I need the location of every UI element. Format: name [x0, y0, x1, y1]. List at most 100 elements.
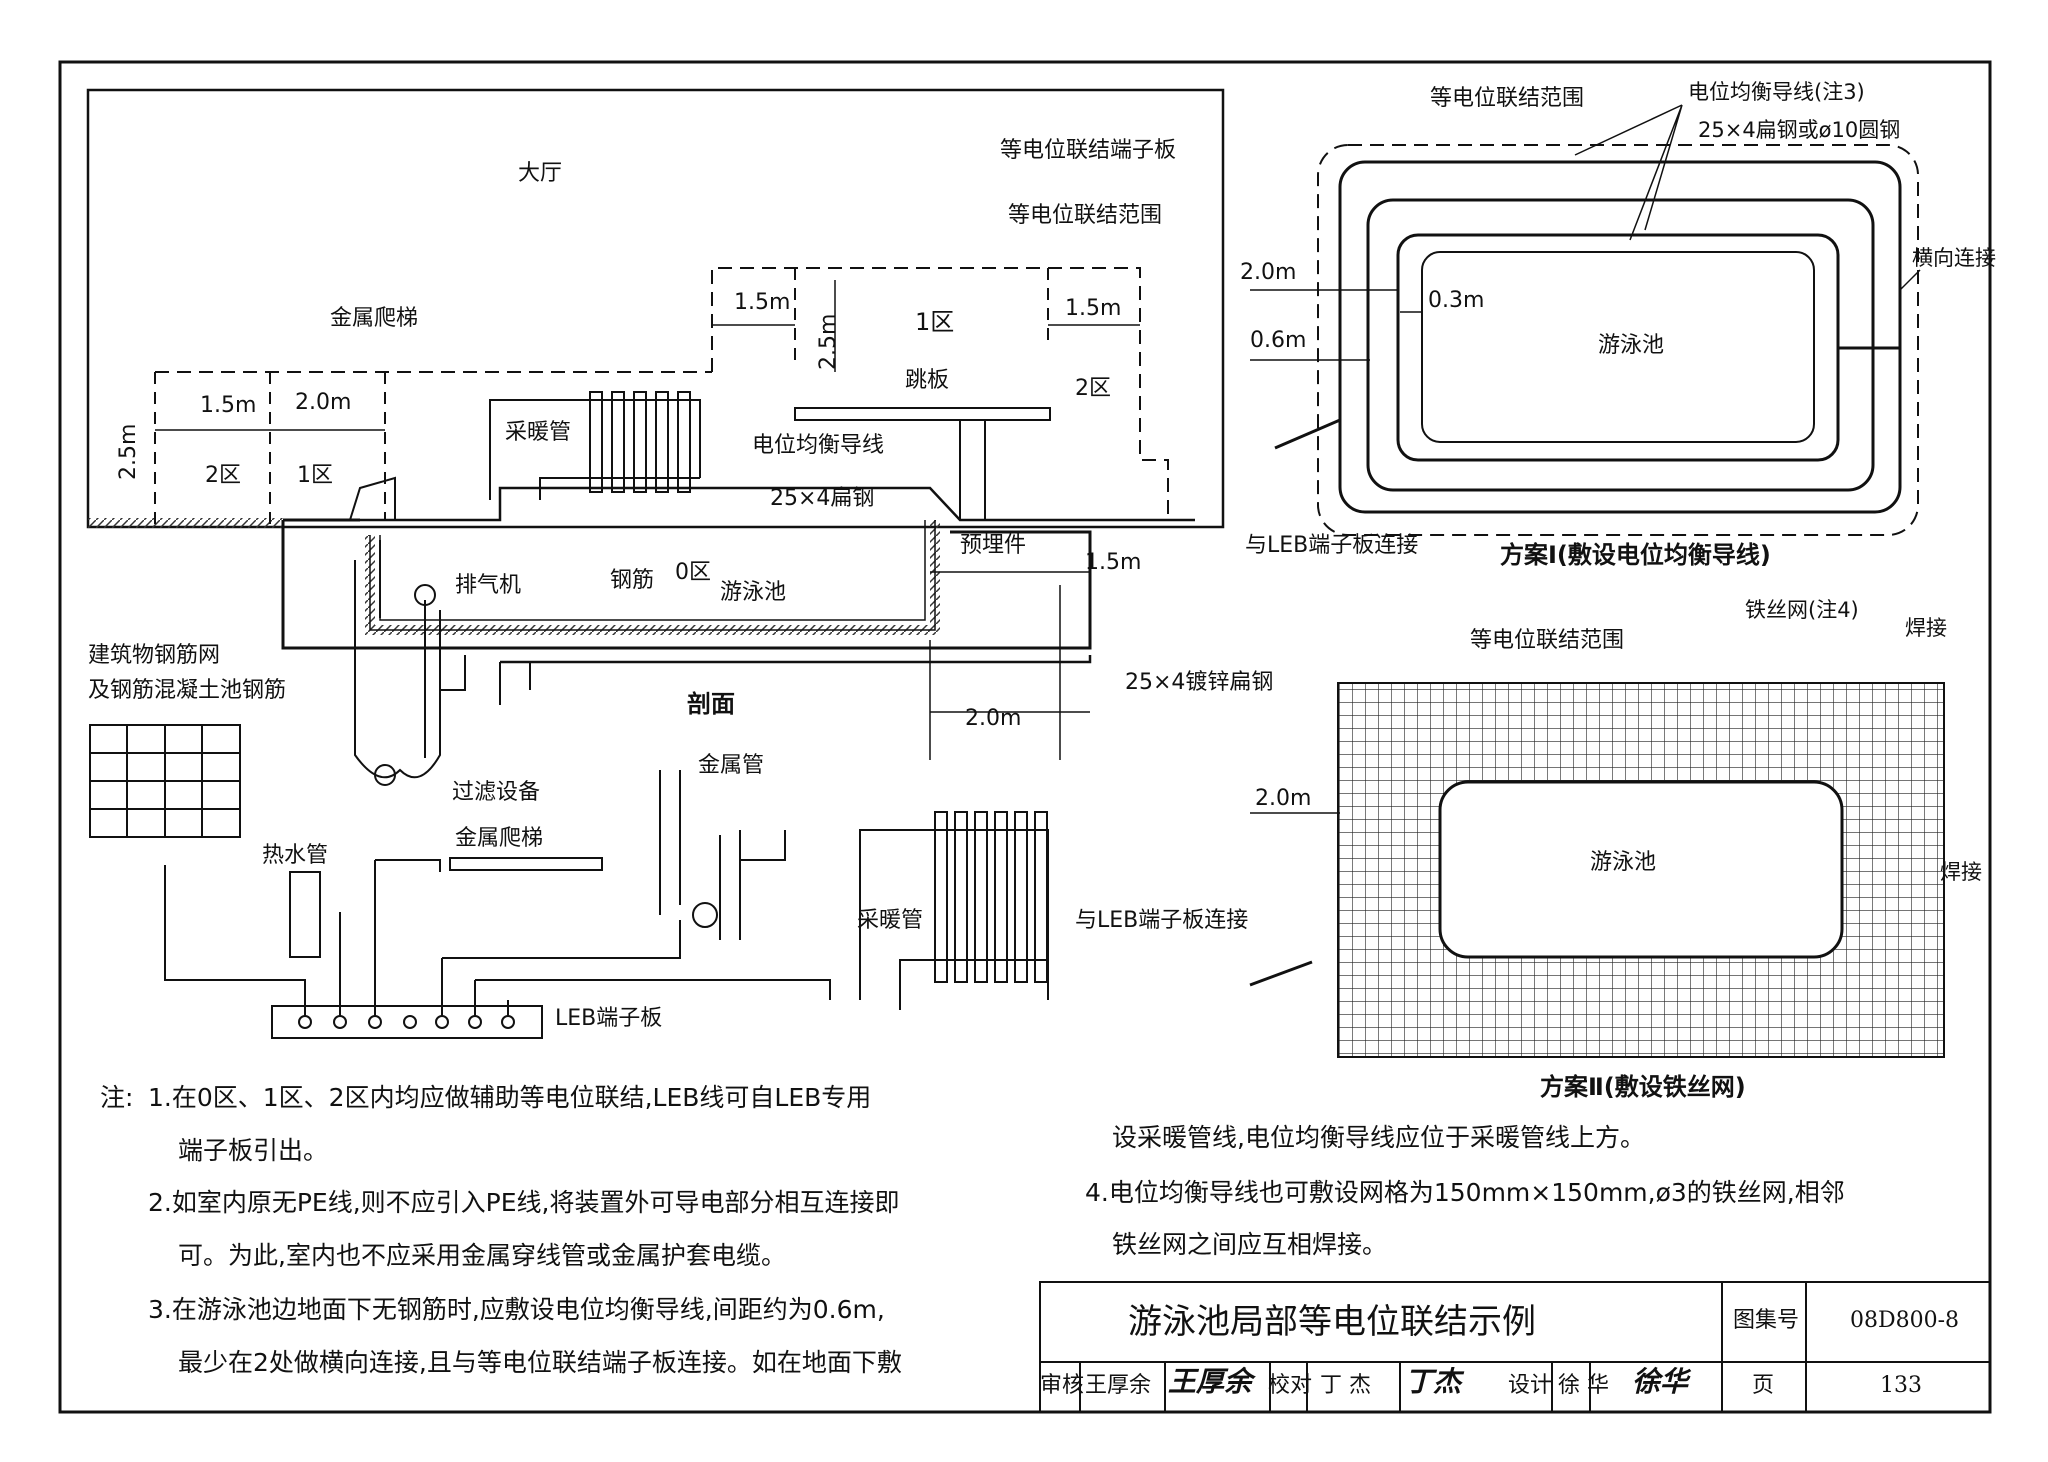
section-radiator: [489, 391, 701, 500]
note-3c: 设采暖管线,电位均衡导线应位于采暖管线上方。: [1112, 1123, 1645, 1152]
leb-board-label: LEB端子板: [555, 1006, 663, 1031]
hall-label: 大厅: [518, 161, 563, 186]
equipotential-line: [360, 486, 1195, 522]
building-rebar-label-1: 建筑物钢筋网: [88, 643, 221, 668]
zone-range-label: 等电位联结范围: [1008, 203, 1163, 228]
pool-label-section: 游泳池: [720, 580, 787, 605]
scheme2-dim-2-0m: 2.0m: [1255, 786, 1312, 811]
scheme2-title: 方案Ⅱ(敷设铁丝网): [1540, 1073, 1746, 1101]
ladder-shape: [349, 476, 396, 521]
scheme1-diagram: [1250, 104, 1921, 536]
scheme1-cross-link: 横向连接: [1912, 246, 1996, 270]
dim-1-5m-top-right: 1.5m: [1065, 296, 1122, 321]
dim-1-5m-top-left: 1.5m: [734, 290, 791, 315]
left-zone1-label: 1区: [297, 463, 333, 488]
left-dim-1-5m: 1.5m: [200, 393, 257, 418]
diving-board-label: 跳板: [905, 368, 950, 393]
metal-ladder-label-conn: 金属爬梯: [455, 826, 544, 851]
atlas-number: 08D800-8: [1850, 1308, 1960, 1333]
scheme1-conductor-note: 电位均衡导线(注3): [1688, 80, 1865, 104]
zone-range-dashed: [711, 267, 1169, 520]
floor-slab-left: [88, 518, 283, 528]
scheme1-conductor-spec: 25×4扁钢或ø10圆钢: [1698, 118, 1901, 142]
scheme2-diagram: [1249, 682, 1945, 1058]
section-title: 剖面: [687, 690, 735, 718]
left-dim-2-5m: 2.5m: [116, 423, 141, 480]
scheme1-dim-2-0m: 2.0m: [1240, 260, 1297, 285]
hot-water-pipe-label: 热水管: [262, 843, 329, 868]
scheme2-pool-label: 游泳池: [1590, 850, 1657, 875]
checker-signature: 丁杰: [1405, 1365, 1462, 1398]
scheme2-wire-mesh: 铁丝网(注4): [1745, 598, 1859, 622]
zone1-top-label: 1区: [915, 308, 955, 336]
dim-2-0m-section: 2.0m: [965, 706, 1022, 731]
metal-ladder-shape: [449, 857, 603, 871]
left-dim-2-0m: 2.0m: [295, 390, 352, 415]
connection-radiator: [859, 811, 1049, 1010]
filter-piping: [354, 560, 441, 779]
reviewer-signature: 王厚余: [1168, 1365, 1253, 1398]
connection-view: [89, 724, 1049, 1039]
note-2a: 2.如室内原无PE线,则不应引入PE线,将装置外可导电部分相互连接即: [148, 1188, 900, 1217]
designer-signature: 徐华: [1632, 1365, 1689, 1398]
rebar-label: 钢筋: [610, 568, 655, 593]
sheet-border: [58, 60, 1992, 1414]
atlas-label: 图集号: [1733, 1308, 1800, 1333]
scheme2-pool: [1438, 780, 1844, 959]
note-4a: 4.电位均衡导线也可敷设网格为150mm×150mm,ø3的铁丝网,相邻: [1085, 1178, 1845, 1207]
leb-board-shape: [271, 1005, 543, 1039]
scheme2-weld-top: 焊接: [1905, 616, 1947, 640]
zone2-right-label: 2区: [1075, 376, 1111, 401]
scheme2-zone-range: 等电位联结范围: [1470, 628, 1625, 653]
scheme1-zone-range: 等电位联结范围: [1430, 86, 1585, 111]
galv-flat-steel-line: [500, 655, 1092, 664]
exhaust-label: 排气机: [455, 573, 522, 598]
design-label: 设计: [1508, 1373, 1553, 1398]
note-2b: 可。为此,室内也不应采用金属穿线管或金属护套电缆。: [178, 1241, 786, 1270]
hall-outline: [86, 88, 1225, 529]
scheme1-range: [1317, 144, 1919, 536]
section-view: [86, 88, 1225, 786]
scheme1-dim-0-6m: 0.6m: [1250, 328, 1307, 353]
equipotential-conductor-label: 电位均衡导线: [752, 433, 885, 458]
zone0-label: 0区: [675, 560, 711, 585]
scheme2-weld-right: 焊接: [1940, 860, 1982, 884]
scheme1-pool: [1421, 251, 1815, 443]
metal-ladder-label: 金属爬梯: [330, 306, 419, 331]
diving-board-shape: [794, 407, 1051, 421]
note-1a: 1.在0区、1区、2区内均应做辅助等电位联结,LEB线可自LEB专用: [148, 1083, 872, 1112]
terminal-board-label: 等电位联结端子板: [1000, 138, 1177, 163]
checker-name: 丁 杰: [1320, 1373, 1371, 1398]
title-block-lines: [1039, 1281, 1991, 1413]
dim-1-5m-right: 1.5m: [1085, 550, 1142, 575]
review-label: 审核: [1040, 1373, 1085, 1398]
notes-prefix: 注:: [100, 1083, 134, 1112]
galv-flat-steel-label: 25×4镀锌扁钢: [1125, 670, 1274, 695]
building-rebar-label-2: 及钢筋混凝土池钢筋: [88, 678, 287, 703]
note-3b: 最少在2处做横向连接,且与等电位联结端子板连接。如在地面下敷: [178, 1348, 902, 1377]
pool-wall: [281, 520, 1092, 650]
note-3a: 3.在游泳池边地面下无钢筋时,应敷设电位均衡导线,间距约为0.6m,: [148, 1295, 885, 1324]
filter-label: 过滤设备: [452, 780, 541, 805]
reviewer-name: 王厚余: [1085, 1373, 1152, 1398]
note-4b: 铁丝网之间应互相焊接。: [1112, 1230, 1388, 1259]
page-label: 页: [1752, 1373, 1775, 1398]
heating-pipe-label-section: 采暖管: [505, 420, 572, 445]
scheme1-title: 方案Ⅰ(敷设电位均衡导线): [1500, 541, 1771, 569]
left-zone2-label: 2区: [205, 463, 241, 488]
check-label: 校对: [1268, 1373, 1313, 1398]
scheme1-dim-0-3m: 0.3m: [1428, 288, 1485, 313]
drawing-title: 游泳池局部等电位联结示例: [1128, 1302, 1536, 1342]
metal-pipe-label: 金属管: [698, 753, 765, 778]
flat-steel-label: 25×4扁钢: [770, 486, 875, 511]
note-1b: 端子板引出。: [178, 1136, 329, 1165]
embedded-part-label: 预埋件: [960, 533, 1027, 558]
metal-pipe-shape: [659, 770, 786, 940]
scheme2-leb-connect: 与LEB端子板连接: [1075, 908, 1249, 933]
designer-name: 徐 华: [1558, 1373, 1609, 1398]
dim-2-5m-vertical: 2.5m: [816, 313, 841, 370]
page-number: 133: [1880, 1373, 1922, 1398]
scheme1-pool-label: 游泳池: [1598, 333, 1665, 358]
hot-water-pipe-shape: [289, 871, 321, 958]
